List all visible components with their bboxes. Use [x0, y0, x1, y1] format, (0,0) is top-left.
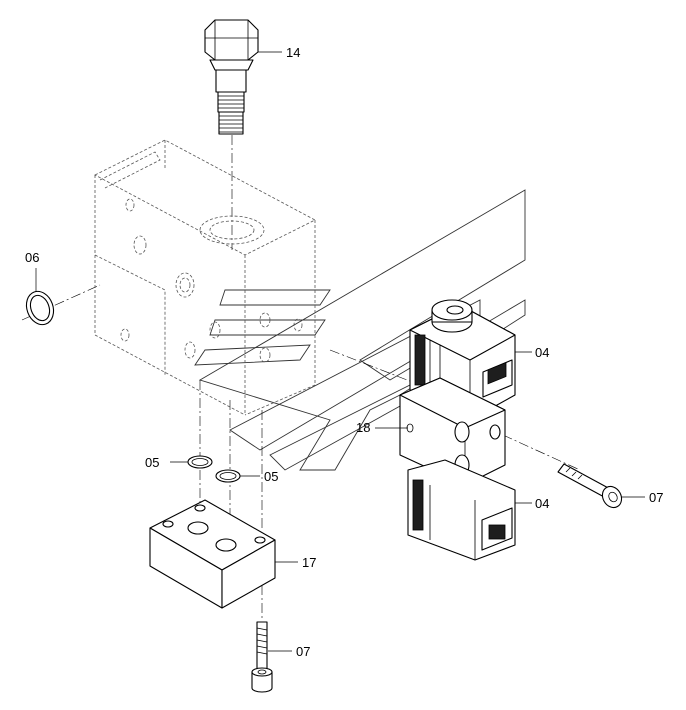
callout-o-ring-large: 06 [25, 250, 39, 265]
callout-valve-body: 18 [356, 420, 370, 435]
manifold-block-hidden [94, 139, 316, 416]
callout-solenoid-coil-bottom: 04 [535, 496, 549, 511]
relief-valve-cartridge [204, 19, 259, 135]
screw-right [557, 463, 623, 509]
o-ring-right [215, 469, 241, 483]
callout-subplate: 17 [302, 555, 316, 570]
subplate [149, 499, 276, 609]
callout-o-ring-left: 05 [145, 455, 159, 470]
solenoid-valve-assembly [399, 299, 516, 561]
screw-bottom [251, 621, 273, 693]
o-ring-large [25, 290, 55, 326]
callout-screw-bottom: 07 [296, 644, 310, 659]
o-ring-left [187, 455, 213, 469]
callout-o-ring-right: 05 [264, 469, 278, 484]
callout-relief-valve: 14 [286, 45, 300, 60]
callout-screw-right: 07 [649, 490, 663, 505]
callout-solenoid-coil-top: 04 [535, 345, 549, 360]
